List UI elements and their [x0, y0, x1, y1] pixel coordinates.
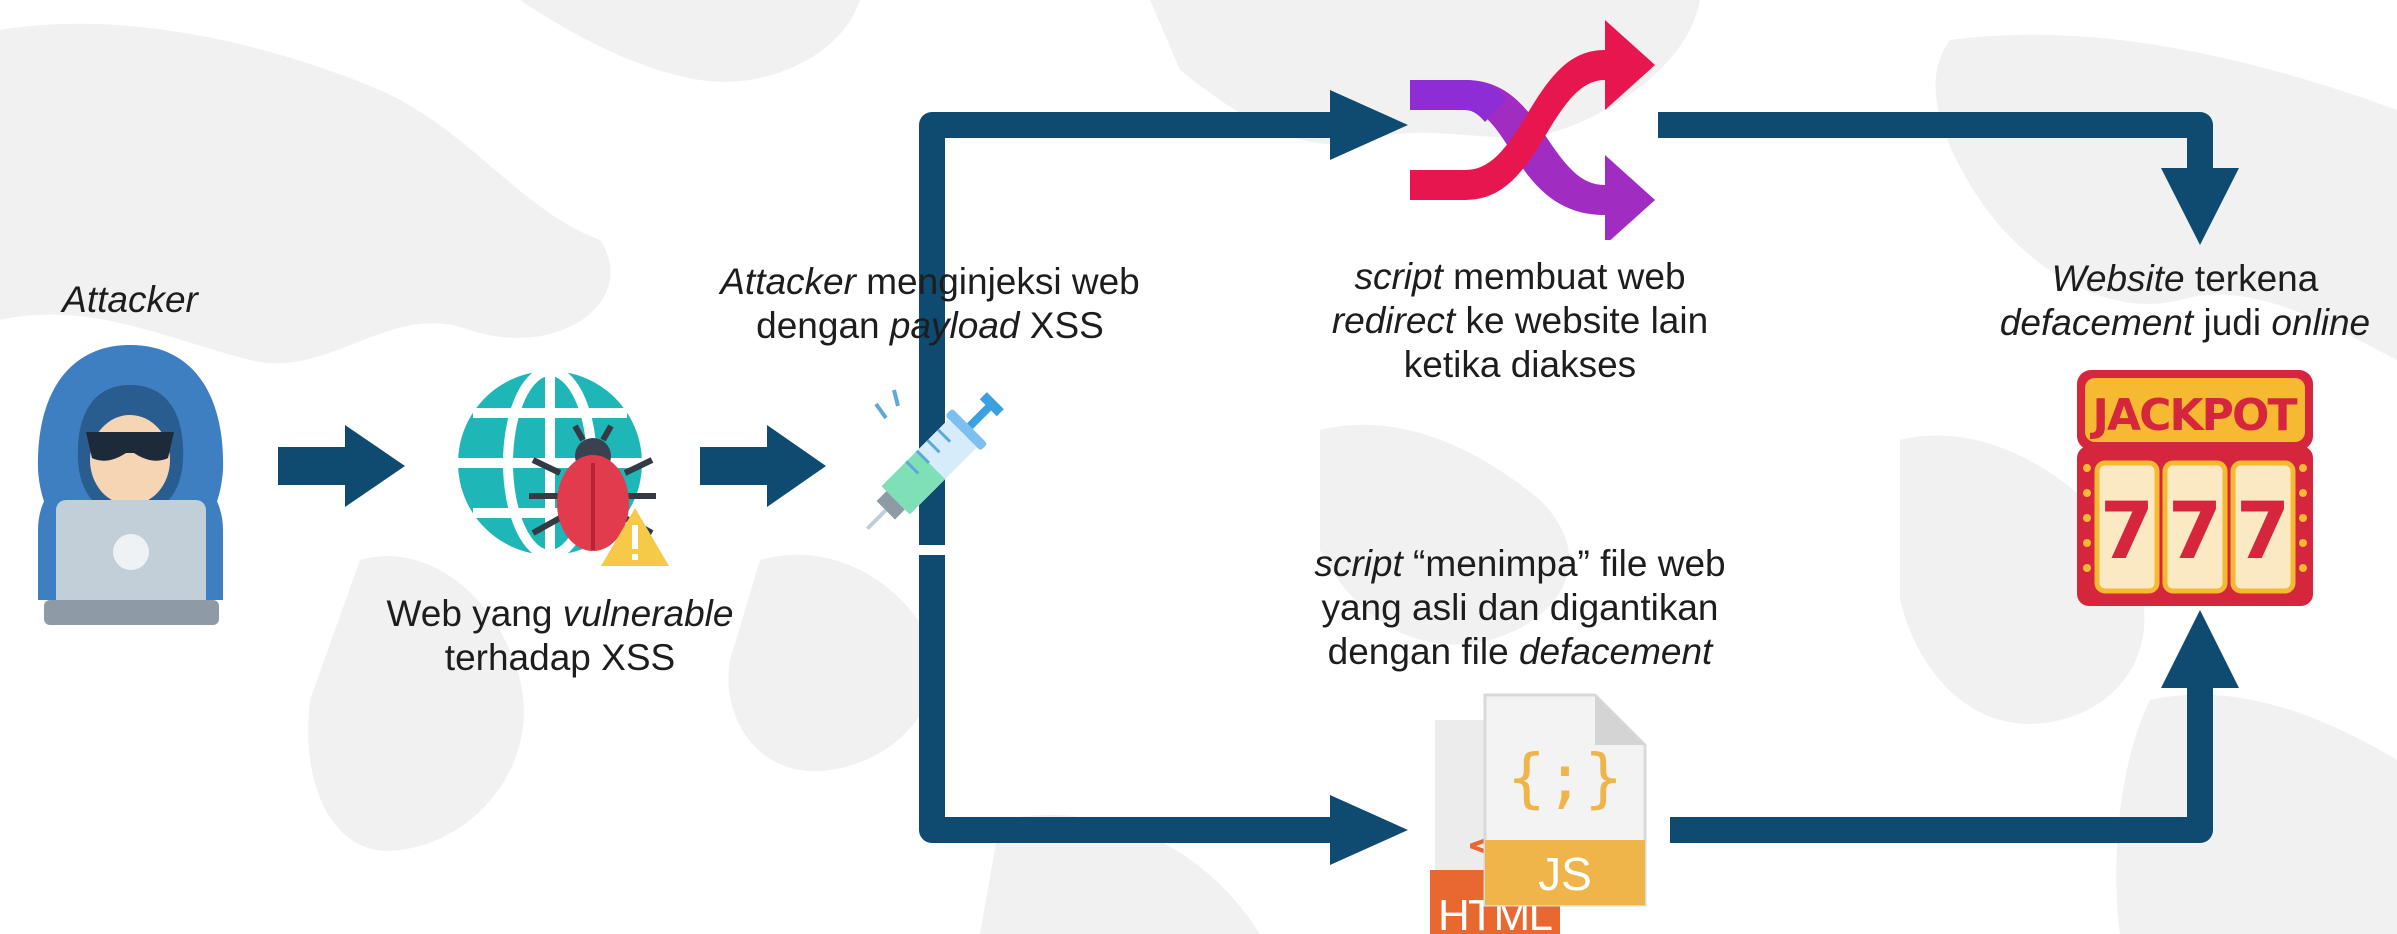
attacker-caption: Attacker	[30, 278, 230, 322]
js-file-icon: {;} JS	[1483, 693, 1647, 907]
shuffle-redirect-icon	[1410, 20, 1655, 240]
reel-2: 7	[2168, 487, 2222, 577]
warning-icon	[601, 508, 669, 566]
attacker-caption-text: Attacker	[62, 279, 198, 320]
arrow-bottom-right-path	[1670, 680, 2213, 843]
arrow-top-right-path	[1658, 112, 2213, 175]
result-caption: Website terkena defacement judi online	[1999, 258, 2371, 343]
overwrite-caption: script “menimpa” file web yang asli dan …	[1314, 543, 1726, 672]
arrow-attacker-to-web	[278, 425, 405, 507]
jackpot-banner: JACKPOT	[2090, 390, 2298, 441]
syringe-icon	[865, 389, 1004, 531]
redirect-caption: script membuat web redirect ke website l…	[1331, 256, 1709, 385]
arrow-up-path	[919, 112, 1340, 545]
reel-1: 7	[2100, 487, 2154, 577]
arrow-to-redirect-head	[1330, 90, 1408, 160]
arrow-web-to-injection	[700, 425, 826, 507]
arrow-to-files-head	[1330, 795, 1408, 865]
code-files-icon: < HTML {;} JS	[1430, 693, 1647, 934]
js-file-label: JS	[1538, 848, 1592, 900]
arrow-into-jackpot-bottom-head	[2161, 610, 2239, 688]
injection-caption: Attacker menginjeksi web dengan payload …	[720, 261, 1140, 346]
vulnerable-web-caption: Web yang vulnerable terhadap XSS	[386, 593, 734, 678]
reel-3: 7	[2236, 487, 2290, 577]
vulnerable-globe-icon	[458, 368, 669, 566]
arrow-into-jackpot-top-head	[2161, 168, 2239, 245]
hacker-icon	[37, 345, 224, 625]
jackpot-slot-machine-icon: JACKPOT 7 7 7	[2077, 370, 2313, 606]
arrow-down-path	[919, 555, 1340, 843]
js-file-symbol: {;}	[1507, 742, 1623, 816]
